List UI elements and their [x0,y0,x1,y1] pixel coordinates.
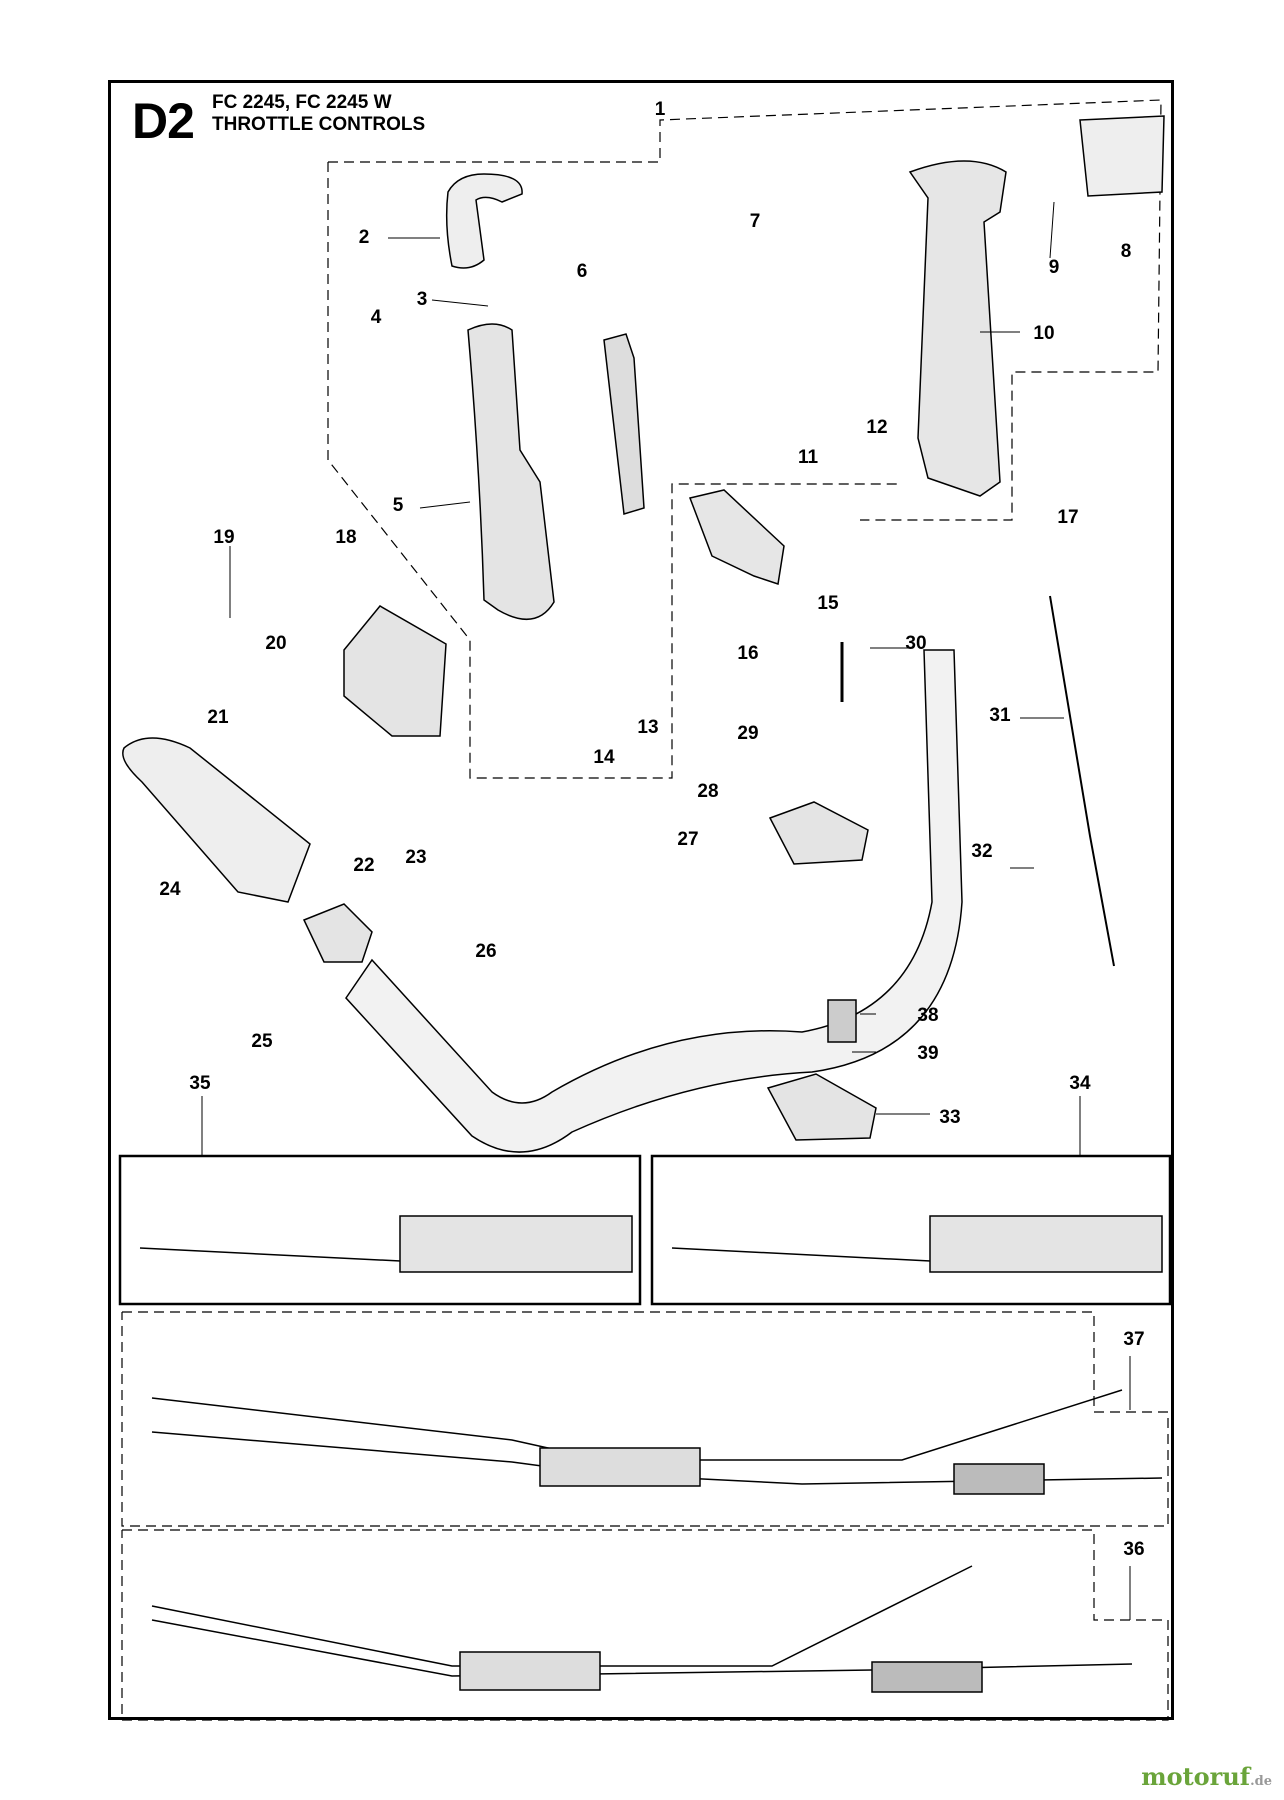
callout-30: 30 [905,633,927,654]
part-23-clamp [302,903,373,963]
part-33-clamp [766,1073,877,1141]
group-outlines [121,99,1169,1721]
watermark-suffix: .de [1250,1774,1272,1789]
callout-27: 27 [677,829,699,850]
callout-39: 39 [917,1043,939,1064]
part-31-harness [1049,595,1115,967]
callout-7: 7 [749,211,761,232]
callout-37: 37 [1123,1329,1145,1350]
part-38-spring [827,999,857,1043]
callout-6: 6 [576,261,588,282]
callout-5: 5 [392,495,404,516]
model-list: FC 2245, FC 2245 W [212,92,392,113]
cable-assembly-37 [151,1389,1163,1495]
diagram-title: THROTTLE CONTROLS [212,114,426,135]
callout-33: 33 [939,1107,961,1128]
part-26-loop-bar [345,649,963,1153]
part-2-knob [445,173,523,269]
callout-12: 12 [866,417,888,438]
callout-15: 15 [817,593,839,614]
diagram-code: D2 [132,93,195,149]
callout-13: 13 [637,717,659,738]
callout-34: 34 [1069,1073,1091,1094]
callout-29: 29 [737,723,759,744]
diagram-frame [108,80,1174,1720]
part-21-grip [122,737,311,903]
part-16-bracket [688,489,785,585]
part-5-handle [467,323,555,621]
callout-32: 32 [971,841,993,862]
part-27-clamp [768,801,869,865]
part-18-housing [343,605,447,737]
part-10-handle [908,160,1007,497]
box-35 [118,1154,642,1306]
box-34 [650,1154,1172,1306]
callout-17: 17 [1057,507,1079,528]
callout-1: 1 [654,99,666,120]
callout-8: 8 [1120,241,1132,262]
handle-assembly-35 [139,1215,633,1273]
watermark-logo: motoruf.de [1141,1762,1272,1791]
callout-24: 24 [159,879,181,900]
callout-28: 28 [697,781,719,802]
callout-26: 26 [475,941,497,962]
callout-20: 20 [265,633,287,654]
part-8-mirror [1079,115,1165,197]
callout-2: 2 [358,227,370,248]
callout-9: 9 [1048,257,1060,278]
callout-21: 21 [207,707,229,728]
callout-14: 14 [593,747,615,768]
callout-22: 22 [353,855,375,876]
callout-19: 19 [213,527,235,548]
handle-assembly-34 [671,1215,1163,1273]
callout-3: 3 [416,289,428,310]
watermark-text: motoruf [1141,1762,1251,1791]
callout-18: 18 [335,527,357,548]
callout-10: 10 [1033,323,1055,344]
callout-16: 16 [737,643,759,664]
leader-lines [201,201,1131,1620]
callout-25: 25 [251,1031,273,1052]
callout-4: 4 [370,307,382,328]
callout-11: 11 [797,447,819,468]
callout-35: 35 [189,1073,211,1094]
callout-36: 36 [1123,1539,1145,1560]
part-6-trigger [603,333,645,515]
callout-38: 38 [917,1005,939,1026]
callout-23: 23 [405,847,427,868]
cable-assembly-36 [151,1565,1133,1693]
callout-31: 31 [989,705,1011,726]
